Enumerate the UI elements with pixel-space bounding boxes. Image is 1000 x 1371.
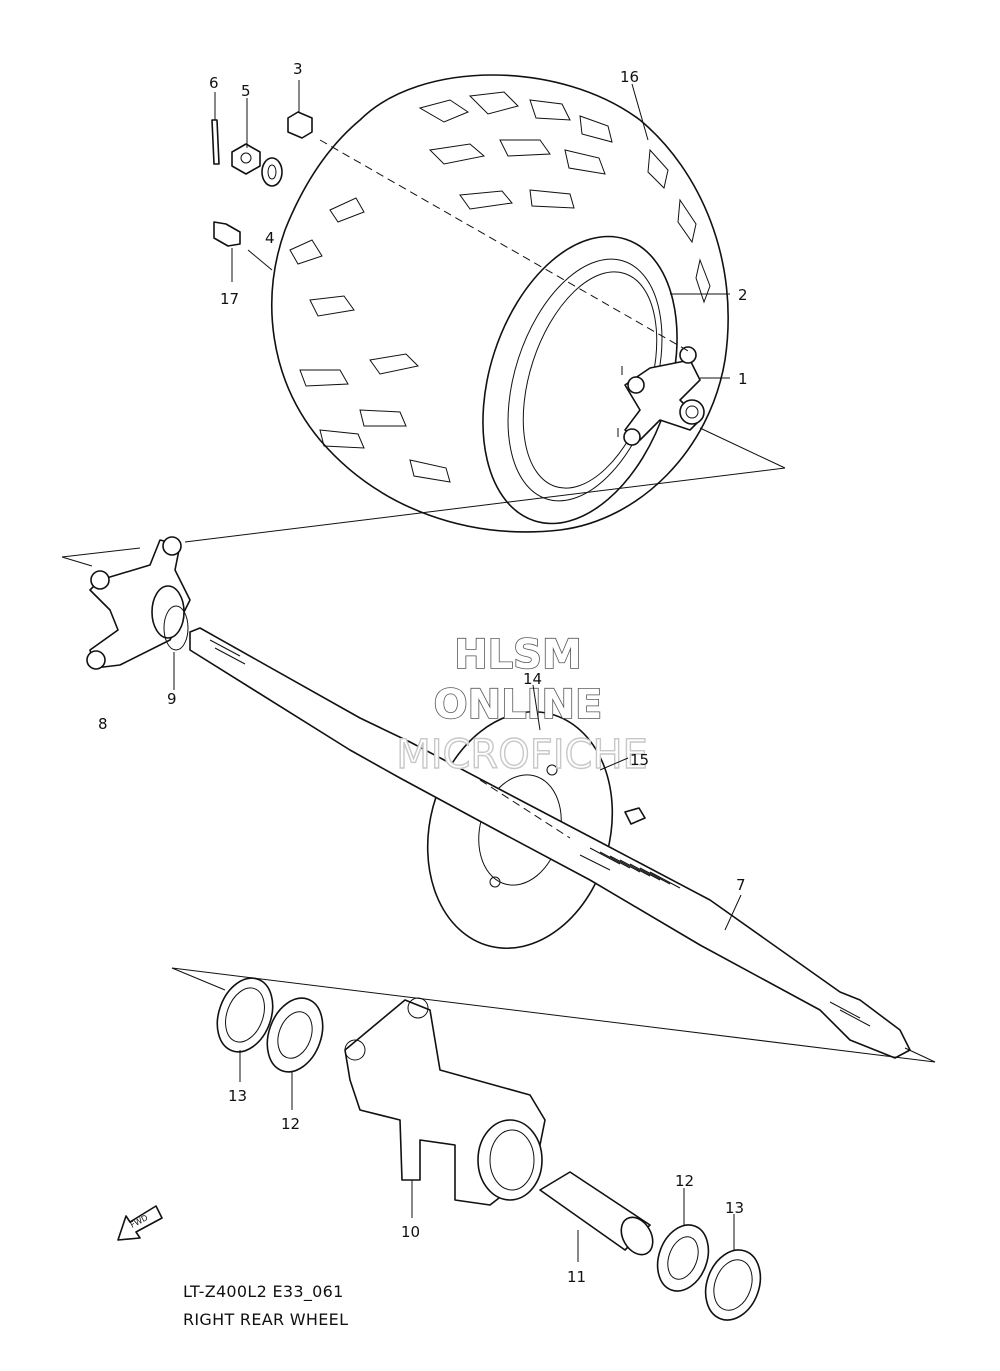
oil-seal-13b	[704, 1249, 762, 1321]
callout-8: 8	[98, 715, 108, 733]
callout-10: 10	[401, 1223, 420, 1241]
callout-3: 3	[293, 60, 303, 78]
assembly-guide-lines	[61, 139, 936, 1063]
bolt-15	[624, 807, 646, 825]
nut-3	[287, 111, 313, 139]
callout-14: 14	[523, 670, 542, 688]
circlip-9	[163, 605, 189, 651]
diagram-title: RIGHT REAR WHEEL	[183, 1310, 349, 1329]
tire-16	[271, 74, 729, 533]
washer-4	[261, 157, 283, 187]
callout-4: 4	[265, 229, 275, 247]
wheel-hub-1	[617, 346, 705, 446]
callout-labels: 6 5 3 16 4 17 2 1 9 8 14 15 7 13 12 10 1…	[98, 60, 748, 1286]
rear-hub-8	[86, 536, 191, 670]
callout-leaders	[173, 80, 742, 1262]
callout-7: 7	[736, 876, 746, 894]
cotter-pin-6	[211, 119, 220, 165]
watermark-line-2: ONLINE	[434, 682, 603, 728]
watermark-line-1: HLSM	[454, 632, 582, 678]
callout-11: 11	[567, 1268, 586, 1286]
watermark-line-3: MICROFICHE	[396, 732, 648, 778]
callout-15: 15	[630, 751, 649, 769]
fwd-arrow-icon: FWD	[117, 1205, 163, 1241]
watermark: HLSM ONLINE MICROFICHE	[395, 631, 648, 779]
bearing-12b	[656, 1224, 710, 1292]
axle-housing-10	[344, 997, 546, 1206]
model-code: LT-Z400L2 E33_061	[183, 1282, 344, 1301]
callout-5: 5	[241, 82, 251, 100]
callout-6: 6	[209, 74, 219, 92]
callout-1: 1	[738, 370, 748, 388]
callout-13b: 13	[725, 1199, 744, 1217]
castle-nut-5	[231, 143, 261, 175]
callout-16: 16	[620, 68, 639, 86]
callout-13a: 13	[228, 1087, 247, 1105]
callout-17: 17	[220, 290, 239, 308]
bearing-12a	[266, 997, 324, 1073]
callout-9: 9	[167, 690, 177, 708]
callout-12b: 12	[675, 1172, 694, 1190]
oil-seal-13a	[216, 977, 274, 1053]
spacer-11	[539, 1171, 654, 1256]
callout-2: 2	[738, 286, 748, 304]
valve-17	[213, 221, 241, 247]
callout-12a: 12	[281, 1115, 300, 1133]
